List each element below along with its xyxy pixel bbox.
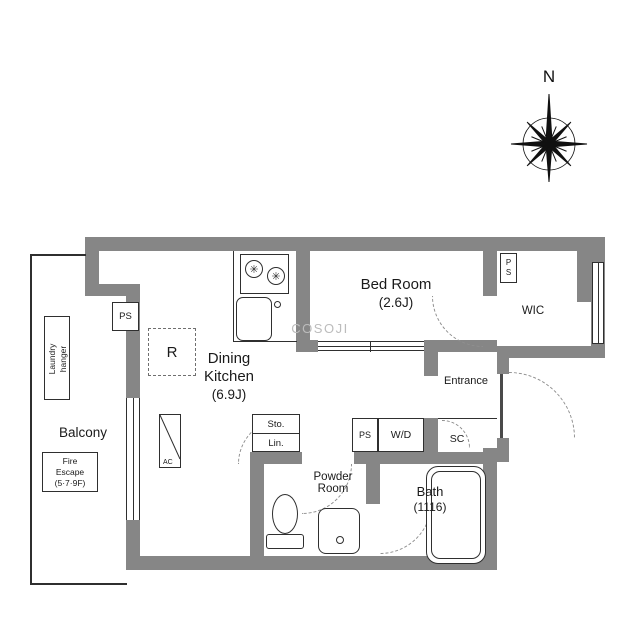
storage-linen-cabinet: Sto. Lin. (252, 414, 300, 452)
dk-line2: Kitchen (203, 368, 255, 385)
ps-kitchen-label: PS (119, 311, 132, 322)
balcony-sliding-window (126, 398, 140, 520)
powder-line2: Room (317, 483, 349, 495)
stove: ✳ ✳ (240, 254, 289, 294)
air-conditioner: AC (159, 414, 181, 468)
wall-right-step (483, 448, 509, 462)
wall-wic-bottom (497, 346, 605, 358)
powder-line1: Powder (313, 471, 353, 483)
bath-label: Bath (1116) (398, 484, 462, 514)
dk-size: (6.9J) (211, 387, 247, 402)
entrance-step-line (438, 418, 497, 419)
refrigerator-label: R (166, 343, 178, 361)
fire-escape-hatch: Fire Escape (5·7·9F) (42, 452, 98, 492)
wall-corridor-left-b (424, 418, 438, 462)
air-conditioner-label: AC (163, 459, 173, 466)
front-door-leaf (500, 374, 503, 438)
dk-line1: Dining (207, 350, 251, 367)
stove-burner-icon: ✳ (267, 267, 285, 285)
wall-right-entry-a (497, 358, 509, 374)
front-door-arc (509, 372, 575, 438)
pipe-space-top-right: PS (500, 253, 517, 283)
ps-corridor-label: PS (358, 430, 371, 440)
bedroom-name: Bed Room (360, 276, 432, 293)
toilet-tank (266, 534, 304, 549)
wic-window (592, 262, 604, 344)
toilet-bowl (272, 494, 298, 534)
bedroom-sliding-door (318, 341, 424, 352)
pipe-space-kitchen: PS (112, 302, 139, 331)
fire-escape-label-line1: Fire (62, 455, 78, 466)
wall-right-lower (483, 462, 497, 570)
shoe-closet-label: SC (449, 433, 465, 445)
powder-room-label: Powder Room (299, 471, 367, 495)
wall-top (85, 237, 605, 251)
balcony-rail-top (30, 254, 86, 256)
laundry-hanger-label-line2: hanger (58, 345, 68, 373)
wall-powder-bath-divider (366, 464, 380, 504)
wall-left-stub (85, 237, 99, 296)
wall-powder-top-right (354, 452, 483, 464)
wall-corridor-left-a (424, 352, 438, 376)
entrance-label: Entrance (443, 375, 489, 387)
storage-label: Sto. (267, 418, 285, 430)
compass-north-label: N (543, 67, 555, 86)
wall-bedroom-left (296, 251, 310, 352)
balcony-rail-left (30, 254, 32, 585)
kitchen-sink (236, 297, 272, 341)
bathtub-inner (431, 471, 481, 559)
fire-escape-label-line3: (5·7·9F) (54, 477, 86, 488)
bedroom-label: Bed Room (2.6J) (316, 276, 476, 310)
wall-bedroom-bottom-left (296, 340, 318, 352)
wall-powder-left (250, 464, 264, 556)
laundry-hanger-label-line1: Laundry (47, 343, 57, 375)
washbasin (318, 508, 360, 554)
washer-dryer-label: W/D (390, 429, 412, 441)
refrigerator-space: R (148, 328, 196, 376)
ps-top-right-label: PS (504, 258, 513, 278)
washer-dryer-space: W/D (378, 418, 424, 452)
bathtub (426, 466, 486, 564)
bedroom-size: (2.6J) (378, 295, 414, 310)
wall-bottom (126, 556, 497, 570)
bath-size: (1116) (413, 500, 447, 514)
compass-rose: N (510, 67, 588, 183)
kitchen-counter-edge-v (233, 251, 234, 342)
bath-name: Bath (416, 484, 444, 499)
toilet (262, 492, 306, 554)
watermark: COSOJI (291, 320, 349, 336)
dining-kitchen-label: Dining Kitchen (6.9J) (189, 350, 269, 402)
wall-left-step (85, 284, 140, 296)
wall-wic-column (577, 251, 591, 302)
laundry-hanger-box: Laundry hanger (44, 316, 70, 400)
stove-burner-icon: ✳ (245, 260, 263, 278)
washbasin-drain-icon (336, 536, 344, 544)
linen-label: Lin. (268, 437, 284, 449)
balcony-rail-bottom (30, 583, 127, 585)
wic-label: WIC (521, 305, 545, 317)
kitchen-counter-edge-h (233, 341, 297, 342)
pipe-space-corridor: PS (352, 418, 378, 452)
fire-escape-label-line2: Escape (55, 466, 85, 477)
wall-bedroom-wic (483, 251, 497, 296)
kitchen-faucet-icon (274, 301, 281, 308)
balcony-label: Balcony (58, 424, 108, 440)
